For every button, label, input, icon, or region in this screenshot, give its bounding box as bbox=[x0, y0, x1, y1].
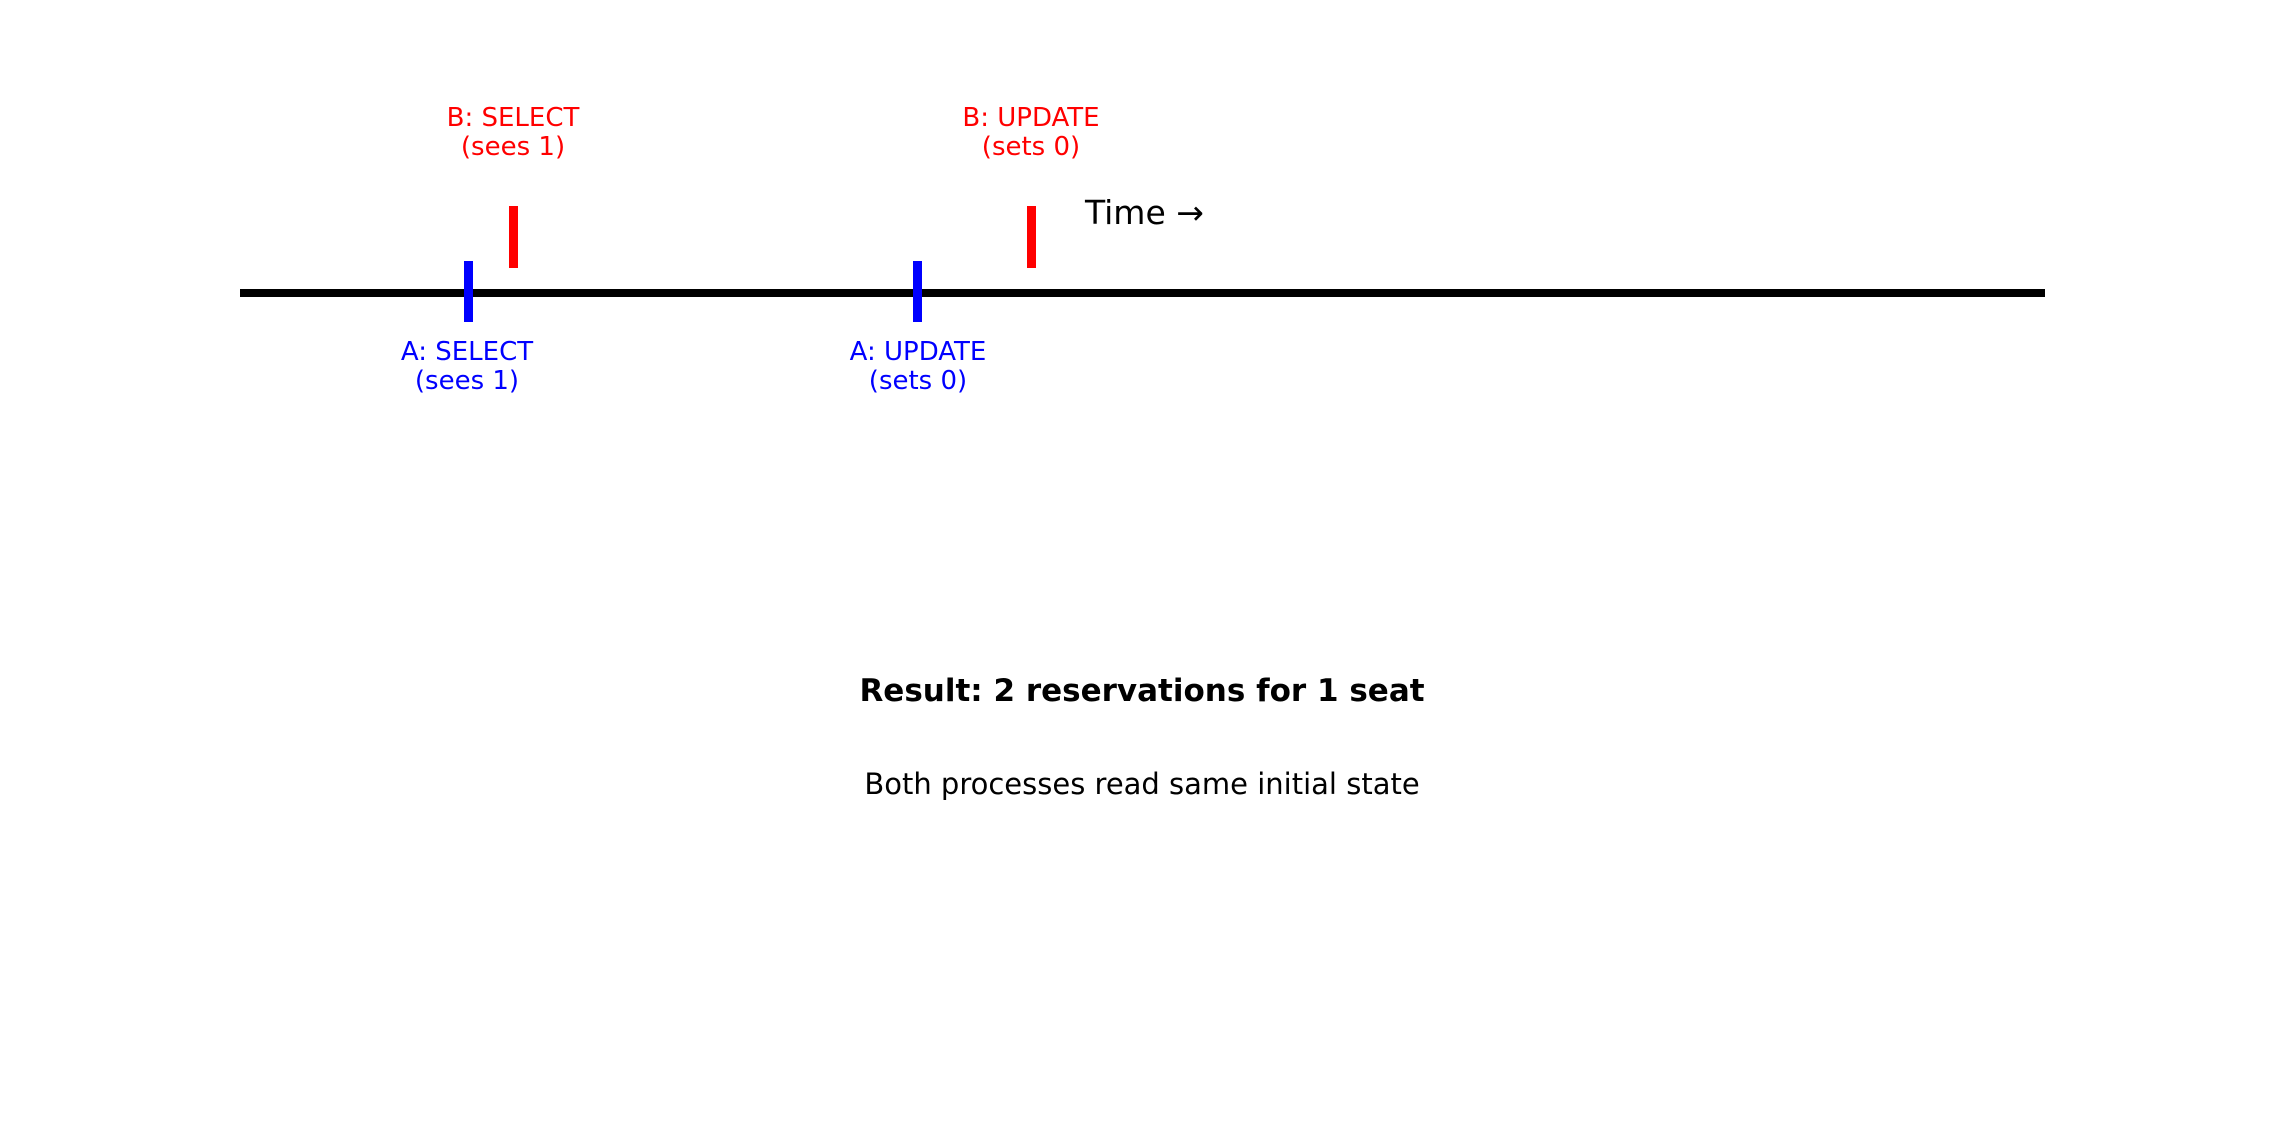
event-label-b-select: B: SELECT (sees 1) bbox=[447, 104, 580, 162]
event-label-a-update-detail: (sets 0) bbox=[868, 366, 968, 396]
note-text: Both processes read same initial state bbox=[864, 767, 1420, 801]
event-label-b-select-detail: (sees 1) bbox=[460, 132, 566, 162]
event-label-b-update-name: B: UPDATE bbox=[962, 103, 1100, 133]
tick-a-update bbox=[913, 261, 922, 322]
time-axis-label: Time → bbox=[1085, 193, 1204, 232]
timeline-axis bbox=[240, 289, 2045, 297]
tick-b-select bbox=[509, 206, 518, 268]
tick-b-update bbox=[1027, 206, 1036, 268]
event-label-a-select-name: A: SELECT bbox=[400, 337, 534, 367]
event-label-a-update-name: A: UPDATE bbox=[849, 337, 987, 367]
result-text: Result: 2 reservations for 1 seat bbox=[859, 673, 1425, 709]
event-label-b-update: B: UPDATE (sets 0) bbox=[962, 104, 1099, 162]
event-label-a-select: A: SELECT (sees 1) bbox=[401, 338, 533, 396]
tick-a-select bbox=[464, 261, 473, 322]
event-label-a-select-detail: (sees 1) bbox=[414, 366, 520, 396]
event-label-b-select-name: B: SELECT bbox=[446, 103, 580, 133]
event-label-a-update: A: UPDATE (sets 0) bbox=[850, 338, 987, 396]
event-label-b-update-detail: (sets 0) bbox=[981, 132, 1081, 162]
